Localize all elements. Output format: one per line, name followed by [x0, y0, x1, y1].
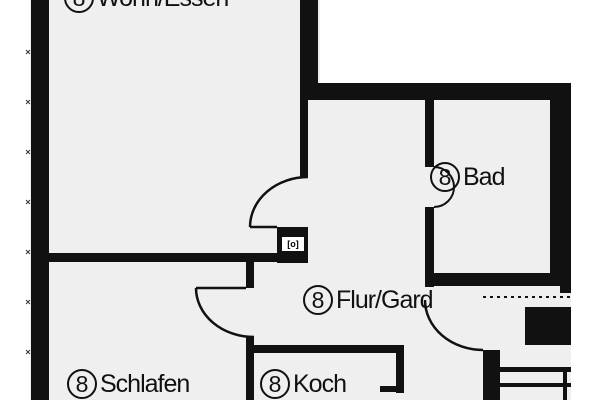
room-label-schlafen: 8 Schlafen [67, 369, 190, 399]
room-name: Flur/Gard [336, 285, 434, 314]
outer-wall-right [560, 83, 571, 293]
stair-edge [563, 367, 567, 400]
wall-bad-bottom [425, 273, 571, 286]
room-name: Koch [293, 369, 347, 398]
wall-koch-top [254, 345, 404, 353]
door-arc-flur [423, 299, 484, 352]
room-name: Schlafen [100, 369, 190, 398]
chimney-symbol: [o] [282, 237, 304, 251]
floor-area-left [30, 0, 320, 400]
wall-bad-right-inner [550, 100, 560, 280]
wall-lower-right [483, 350, 500, 400]
wall-schlafen-right-lower [246, 337, 254, 400]
room-number-badge: 8 [430, 162, 460, 192]
room-label-flur-gard: 8 Flur/Gard [303, 285, 434, 315]
room-label-wohn-essen: 8 Wohn/Essen [64, 0, 229, 13]
room-number-badge: 8 [64, 0, 94, 13]
door-arc-wohn [248, 175, 309, 228]
room-label-koch: 8 Koch [260, 369, 347, 399]
room-number-badge: 8 [303, 285, 333, 315]
room-name: Bad [463, 162, 505, 191]
room-name: Wohn/Essen [97, 0, 229, 13]
stair-line-2 [500, 383, 571, 387]
wall-koch-right [396, 345, 404, 393]
wall-wohn-right [300, 95, 308, 177]
stair-line-1 [500, 367, 571, 372]
wall-schlafen-right-upper [246, 262, 254, 288]
room-label-bad: 8 Bad [430, 162, 505, 192]
wall-koch-bottom-stub [380, 386, 404, 392]
wall-wohn-schlafen [49, 253, 308, 262]
outer-wall-top-right [308, 83, 571, 100]
wall-bad-left-lower [425, 207, 434, 287]
outer-wall-left [31, 0, 49, 400]
door-arc-schlafen [194, 287, 255, 339]
outer-wall-ticks [25, 49, 31, 355]
wall-wohn-right-upper [300, 0, 318, 100]
room-number-badge: 8 [260, 369, 290, 399]
dark-block [525, 307, 571, 345]
wall-bad-left-upper [425, 100, 434, 167]
room-number-badge: 8 [67, 369, 97, 399]
